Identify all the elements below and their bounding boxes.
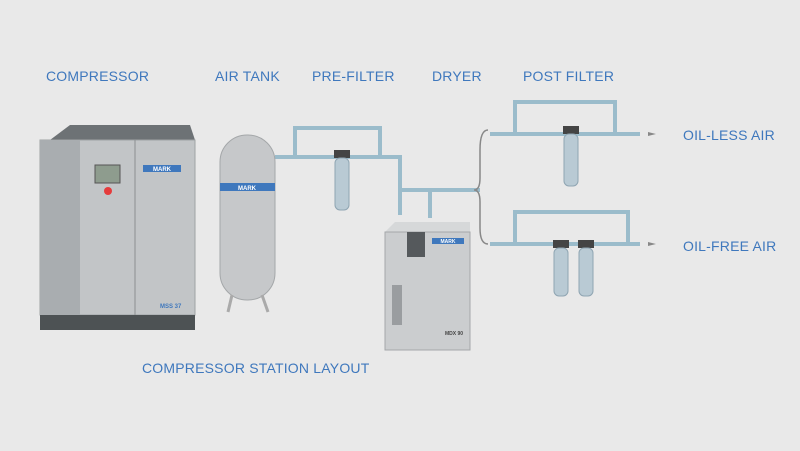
label-pre-filter: PRE-FILTER bbox=[312, 68, 395, 84]
label-oil-less-air: OIL-LESS AIR bbox=[683, 127, 775, 143]
air-tank: MARK bbox=[219, 134, 276, 313]
brand-logo: MARK bbox=[238, 186, 257, 192]
pipes bbox=[275, 100, 640, 246]
compressor-model: MSS 37 bbox=[160, 304, 182, 310]
compressor: MARK MSS 37 bbox=[39, 125, 196, 330]
label-air-tank: AIR TANK bbox=[215, 68, 280, 84]
pre-filter bbox=[334, 150, 350, 211]
arrow-icon bbox=[648, 132, 656, 246]
label-compressor: COMPRESSOR bbox=[46, 68, 150, 84]
brand-logo: MARK bbox=[153, 167, 172, 173]
post-filters-oil-free bbox=[553, 240, 594, 297]
brand-logo: MARK bbox=[441, 239, 456, 245]
label-oil-free-air: OIL-FREE AIR bbox=[683, 238, 777, 254]
dryer-model: MDX 90 bbox=[445, 331, 463, 337]
label-post-filter: POST FILTER bbox=[523, 68, 615, 84]
diagram-title: COMPRESSOR STATION LAYOUT bbox=[142, 360, 370, 376]
dryer: MARK MDX 90 bbox=[384, 222, 471, 351]
branch-brace bbox=[473, 129, 489, 245]
post-filter-oil-less bbox=[563, 126, 579, 187]
label-dryer: DRYER bbox=[432, 68, 482, 84]
